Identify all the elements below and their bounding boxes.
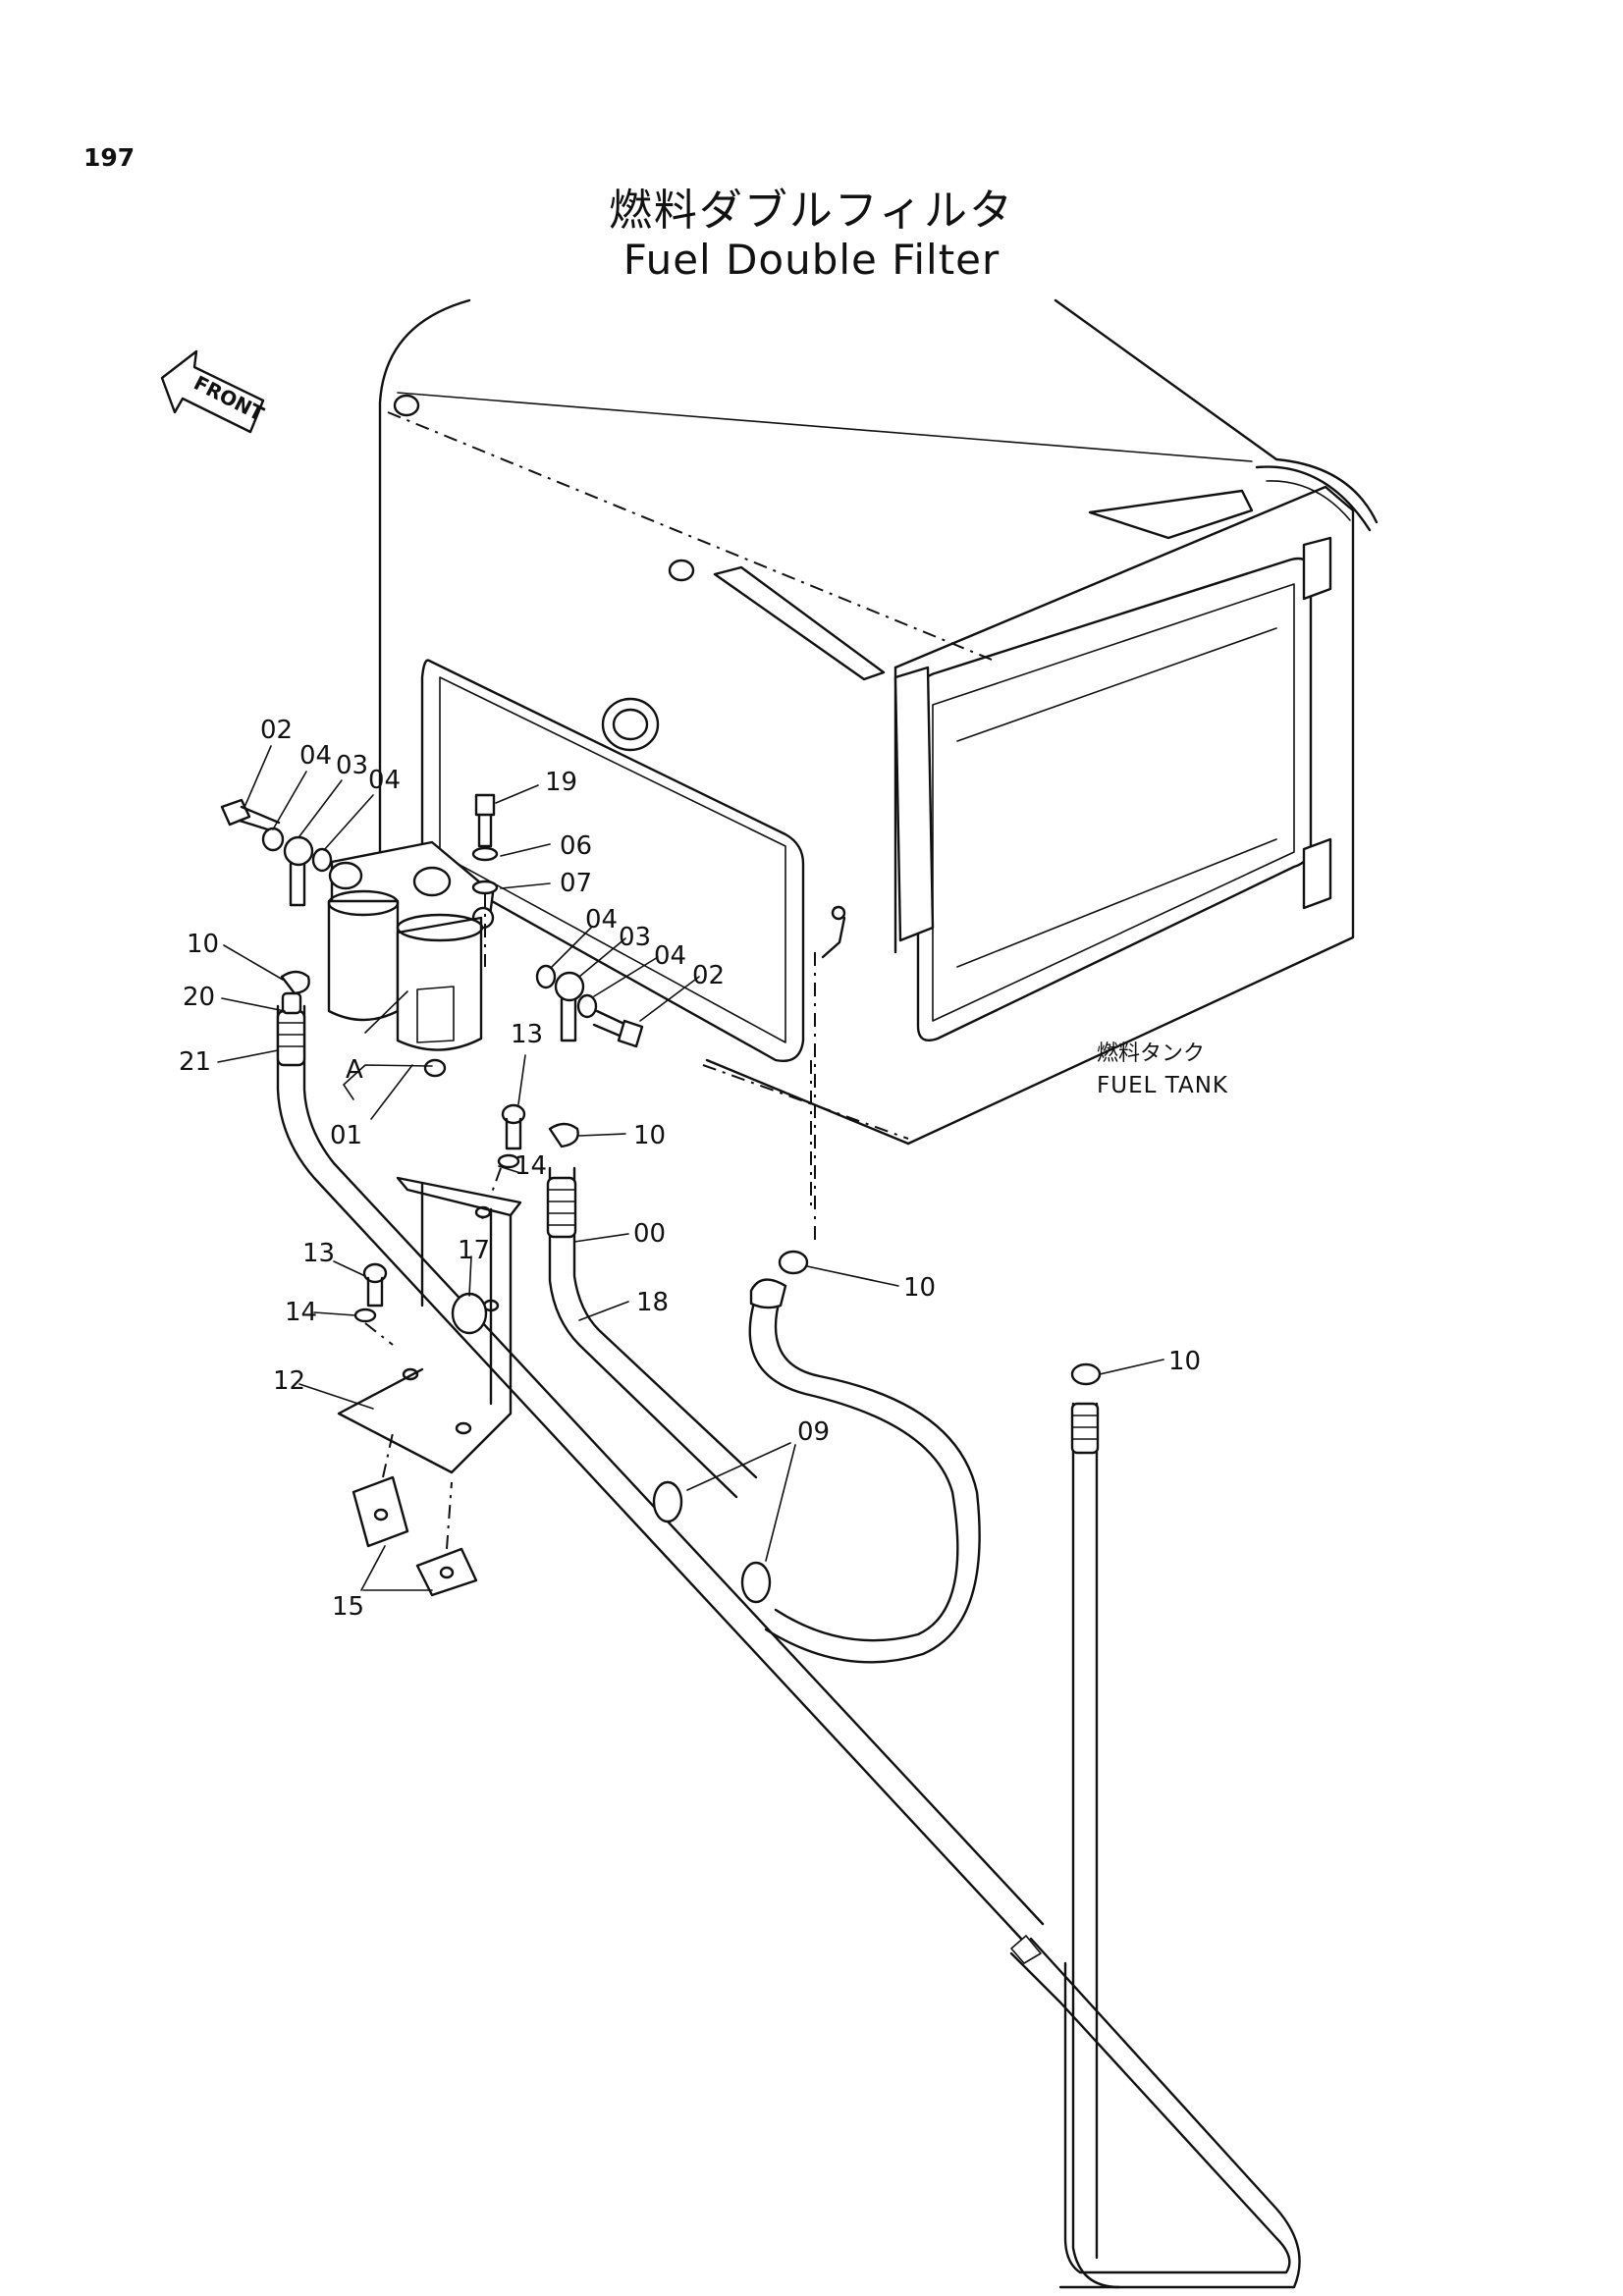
fuel-pipes xyxy=(276,991,1301,2289)
callout-10: 10 xyxy=(903,1273,936,1303)
callout-20: 20 xyxy=(183,983,215,1012)
callout-12: 12 xyxy=(273,1366,305,1396)
callout-A: A xyxy=(346,1055,363,1085)
fuel-tank-label-japanese: 燃料タンク xyxy=(1097,1041,1205,1066)
callout-numbers: 02 04 03 04 19 06 07 10 20 21 04 03 04 0… xyxy=(179,716,1201,1622)
title-english: Fuel Double Filter xyxy=(622,236,1001,284)
fuel-tank-label-english: FUEL TANK xyxy=(1097,1073,1228,1098)
page-number: 197 xyxy=(83,143,135,172)
callout-04: 04 xyxy=(368,766,401,795)
double-filter-assembly xyxy=(327,840,495,1078)
callout-01: 01 xyxy=(330,1121,362,1150)
callout-10: 10 xyxy=(187,930,219,959)
callout-10: 10 xyxy=(633,1121,666,1150)
callout-18: 18 xyxy=(636,1288,669,1317)
callout-09: 09 xyxy=(797,1417,830,1447)
callout-17: 17 xyxy=(458,1236,490,1265)
callout-13: 13 xyxy=(511,1020,543,1049)
callout-14: 14 xyxy=(514,1151,547,1181)
callout-02: 02 xyxy=(260,716,293,745)
callout-04: 04 xyxy=(299,741,332,771)
rubber-pads-15 xyxy=(352,1432,478,1597)
callout-03: 03 xyxy=(336,751,368,780)
fuel-tank-label: 燃料タンク FUEL TANK xyxy=(1097,1041,1228,1098)
callout-10: 10 xyxy=(1168,1347,1201,1376)
callout-00: 00 xyxy=(633,1219,666,1249)
front-arrow-icon: FRONT xyxy=(160,349,268,434)
callout-19: 19 xyxy=(545,768,577,797)
callout-06: 06 xyxy=(560,831,592,861)
callout-03: 03 xyxy=(619,923,651,952)
callout-07: 07 xyxy=(560,869,592,898)
callout-15: 15 xyxy=(332,1592,364,1622)
callout-04: 04 xyxy=(585,905,618,934)
bracket-12 xyxy=(337,1176,522,1474)
fasteners xyxy=(220,793,644,1346)
title-japanese: 燃料ダブルフィルタ xyxy=(608,186,1015,236)
callout-13: 13 xyxy=(302,1239,335,1268)
leader-lines xyxy=(217,745,1164,1591)
callout-04: 04 xyxy=(654,941,686,971)
callout-02: 02 xyxy=(692,961,725,990)
fuel-tank-body xyxy=(378,298,1379,1247)
callout-21: 21 xyxy=(179,1047,211,1077)
callout-14: 14 xyxy=(285,1298,317,1327)
